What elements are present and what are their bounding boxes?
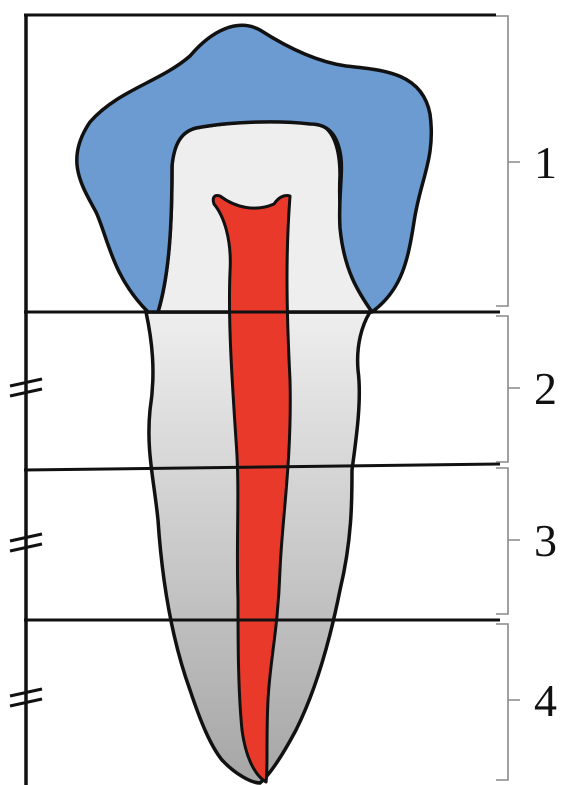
section-label-4: 4 xyxy=(534,675,557,726)
section-bracket-1 xyxy=(496,16,520,306)
section-label-3: 3 xyxy=(534,515,557,566)
section-bracket-3 xyxy=(496,468,520,614)
section-bracket-4 xyxy=(496,624,520,780)
section-label-2: 2 xyxy=(534,363,557,414)
section-label-1: 1 xyxy=(534,137,557,188)
section-bracket-2 xyxy=(496,316,520,462)
